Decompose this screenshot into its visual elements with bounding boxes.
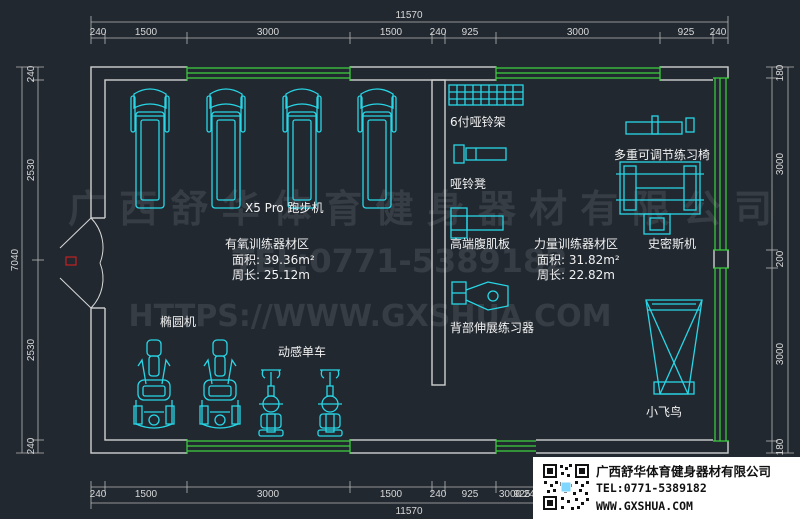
window-bottom-right xyxy=(495,439,536,454)
ab-board xyxy=(450,207,504,239)
window-top-right xyxy=(495,66,661,81)
watermark: 广 西 舒 华 体 育 健 身 器 材 有 限 公 司 TEL:0771-538… xyxy=(68,187,772,334)
bottom-seg-4: 1500 xyxy=(380,489,403,500)
right-seg-2: 3000 xyxy=(775,152,786,175)
strength-zone-perimeter: 周长: 22.82m xyxy=(537,268,615,282)
bottom-seg-7: 3000 xyxy=(499,489,522,500)
top-seg-5: 240 xyxy=(430,27,447,38)
label-treadmill: X5 Pro 跑步机 xyxy=(245,201,324,215)
dumbbell-rack xyxy=(448,84,524,106)
company-logo-card: 广西舒华体育健身器材有限公司 TEL:0771-5389182 WWW.GXSH… xyxy=(533,457,800,519)
top-seg-2: 1500 xyxy=(135,27,158,38)
dumbbell-bench xyxy=(453,144,507,164)
right-seg-5: 180 xyxy=(775,438,786,455)
top-seg-6: 925 xyxy=(462,27,479,38)
label-flyer: 小飞鸟 xyxy=(646,404,682,419)
right-seg-4: 3000 xyxy=(775,342,786,365)
label-dumbbell-rack: 6付哑铃架 xyxy=(450,114,506,129)
top-total: 11570 xyxy=(395,10,423,21)
strength-zone-area: 面积: 31.82m² xyxy=(537,253,620,267)
watermark-company: 广 西 舒 华 体 育 健 身 器 材 有 限 公 司 xyxy=(68,187,772,231)
aerobic-zone-area: 面积: 39.36m² xyxy=(232,253,315,267)
company-name: 广西舒华体育健身器材有限公司 xyxy=(596,464,772,479)
window-top-left xyxy=(186,66,351,81)
label-dumbbell-bench: 哑铃凳 xyxy=(450,176,486,191)
label-elliptical: 椭圆机 xyxy=(160,314,196,329)
bottom-seg-9: 240 xyxy=(524,489,541,500)
top-dimensions: 11570 240 1500 3000 1500 240 925 3000 92… xyxy=(90,10,729,44)
spin-bike-group xyxy=(258,369,343,437)
left-seg-4: 240 xyxy=(26,437,37,454)
bottom-seg-3: 3000 xyxy=(257,489,280,500)
top-seg-9: 240 xyxy=(710,27,727,38)
top-seg-1: 240 xyxy=(90,27,107,38)
top-seg-7: 3000 xyxy=(567,27,590,38)
cable-crossover xyxy=(645,299,703,395)
strength-zone-title: 力量训练器材区 xyxy=(534,236,618,251)
bottom-total: 11570 xyxy=(395,506,423,517)
bottom-seg-8: 925 xyxy=(514,489,531,500)
watermark-tel: TEL:0771-5389182 xyxy=(232,242,567,280)
elliptical-1 xyxy=(133,339,175,429)
label-back-extension: 背部伸展练习器 xyxy=(450,320,534,335)
left-seg-2: 2530 xyxy=(26,158,37,181)
bottom-seg-5: 240 xyxy=(430,489,447,500)
back-extension xyxy=(451,281,509,311)
top-seg-3: 3000 xyxy=(257,27,280,38)
top-seg-4: 1500 xyxy=(380,27,403,38)
right-seg-3: 200 xyxy=(775,250,786,267)
left-total: 7040 xyxy=(10,248,21,271)
elliptical-2 xyxy=(199,339,241,429)
company-tel: TEL:0771-5389182 xyxy=(596,481,707,495)
smith-machine xyxy=(616,161,704,235)
label-ab-board: 高端腹肌板 xyxy=(450,236,510,251)
bottom-seg-6: 925 xyxy=(462,489,479,500)
window-right-lower xyxy=(713,267,729,442)
bottom-seg-1: 240 xyxy=(90,489,107,500)
window-bottom-left xyxy=(186,439,351,454)
top-seg-8: 925 xyxy=(678,27,695,38)
right-seg-1: 180 xyxy=(775,64,786,81)
door-marker-icon xyxy=(65,256,77,266)
company-website: WWW.GXSHUA.COM xyxy=(596,499,693,513)
qr-code-icon xyxy=(541,462,591,512)
bottom-seg-2: 1500 xyxy=(135,489,158,500)
aerobic-zone-perimeter: 周长: 25.12m xyxy=(232,268,310,282)
spin-bike-2 xyxy=(317,369,343,437)
left-seg-3: 2530 xyxy=(26,338,37,361)
entrance-door xyxy=(59,217,104,309)
label-spin-bike: 动感单车 xyxy=(278,344,326,359)
left-dimensions: 7040 240 2530 2530 240 xyxy=(10,65,44,454)
elliptical-group xyxy=(133,339,241,429)
multi-trainer xyxy=(625,115,695,135)
right-dimensions: 180 3000 200 3000 180 xyxy=(766,64,794,455)
spin-bike-1 xyxy=(258,369,284,437)
label-multi-trainer: 多重可调节练习椅 xyxy=(614,147,710,162)
windows xyxy=(186,66,729,454)
walls xyxy=(88,66,729,454)
label-smith-machine: 史密斯机 xyxy=(648,236,696,251)
window-right-upper xyxy=(713,77,729,251)
left-seg-1: 240 xyxy=(26,65,37,82)
aerobic-zone-title: 有氧训练器材区 xyxy=(225,236,309,251)
watermark-url: HTTPS://WWW.GXSHUA.COM xyxy=(129,299,612,334)
